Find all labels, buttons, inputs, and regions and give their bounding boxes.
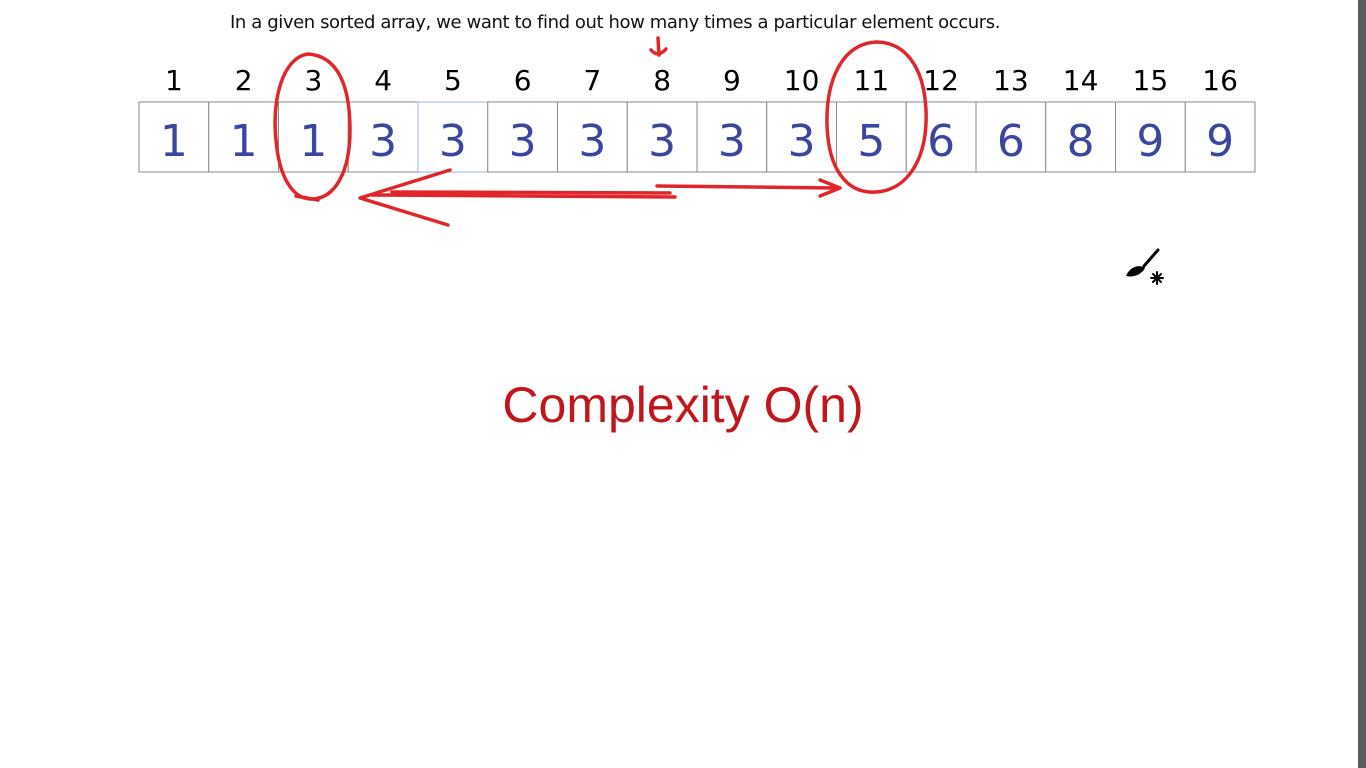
array-cells (138, 101, 1256, 173)
array-value: 9 (1206, 116, 1234, 167)
array-cell (766, 101, 837, 173)
window-edge (1358, 0, 1366, 768)
array-index: 12 (923, 64, 959, 97)
array-cell (417, 101, 489, 173)
arrow-left-shaft-2 (390, 190, 672, 195)
array-value: 3 (578, 116, 606, 167)
arrow-right (655, 178, 842, 198)
array-index: 3 (304, 64, 322, 97)
array-cell (696, 101, 768, 173)
array-index: 13 (993, 64, 1029, 97)
array-value: 1 (160, 116, 188, 167)
array-index: 6 (514, 64, 532, 97)
array-index: 2 (235, 64, 253, 97)
array-value: 8 (1067, 116, 1095, 167)
array-value: 3 (648, 116, 676, 167)
array-cell (208, 101, 279, 173)
array-index: 11 (854, 64, 890, 97)
array-value: 1 (230, 116, 258, 167)
array-value: 3 (369, 116, 397, 167)
array-value: 5 (857, 116, 885, 167)
array-value: 6 (927, 116, 955, 167)
array-cell (487, 101, 558, 173)
array-index: 1 (165, 64, 183, 97)
pointer-arrow (649, 36, 668, 57)
circle-position-3 (273, 52, 352, 202)
array-index: 14 (1063, 64, 1099, 97)
array-index: 7 (583, 64, 601, 97)
array-value: 3 (788, 116, 816, 167)
array-index: 16 (1202, 64, 1238, 97)
arrow-left (358, 168, 677, 227)
array-cell (836, 101, 907, 173)
array-value: 3 (439, 116, 467, 167)
array-index: 4 (374, 64, 392, 97)
array-index: 15 (1133, 64, 1169, 97)
array-value: 1 (299, 116, 327, 167)
array-value: 6 (997, 116, 1025, 167)
array-cell (975, 101, 1047, 173)
circle-position-11 (825, 40, 928, 194)
array-index: 8 (653, 64, 671, 97)
annotations (273, 36, 928, 227)
array-cell (557, 101, 628, 173)
array-cell (1045, 101, 1116, 173)
array-cell (1184, 101, 1256, 173)
array-cell (626, 101, 698, 173)
array-value: 3 (718, 116, 746, 167)
complexity-label: Complexity O(n) (502, 377, 864, 433)
array-index: 9 (723, 64, 741, 97)
brush-cursor-icon (1126, 248, 1164, 285)
array-index: 5 (444, 64, 462, 97)
array-value: 9 (1136, 116, 1164, 167)
array-value: 3 (509, 116, 537, 167)
array-index: 10 (784, 64, 820, 97)
problem-statement: In a given sorted array, we want to find… (230, 12, 1001, 33)
array-cell (1115, 101, 1186, 173)
